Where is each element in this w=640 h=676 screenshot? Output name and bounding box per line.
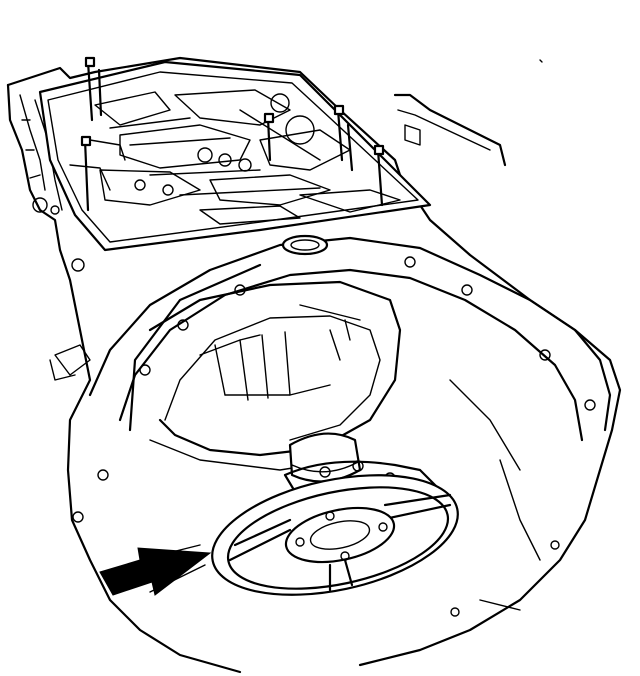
transmission-case xyxy=(6,56,622,674)
servo-piston xyxy=(211,432,459,596)
valve-body xyxy=(38,60,432,252)
case-lower-outline xyxy=(449,379,560,617)
case-bore xyxy=(128,263,402,471)
callout-arrow xyxy=(99,544,212,596)
bellhousing-flange xyxy=(72,234,612,523)
valve-body-bolts xyxy=(80,56,385,212)
